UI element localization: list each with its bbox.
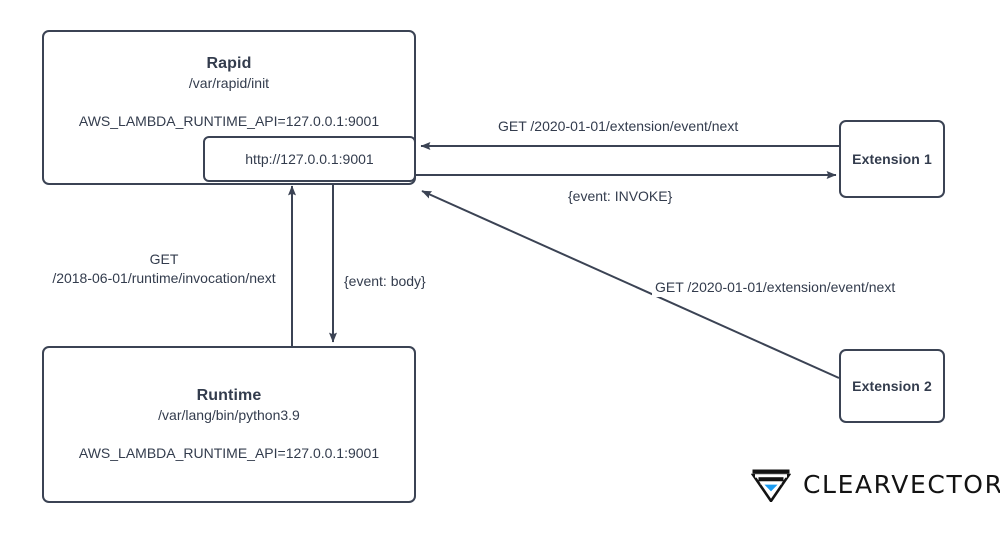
node-runtime-path: /var/lang/bin/python3.9 [158,407,300,423]
edge-label-extension1-event-next: GET /2020-01-01/extension/event/next [495,117,742,136]
edge-label-event-body: {event: body} [341,272,429,291]
edge-extension2-to-rapid [421,190,840,379]
node-runtime-env: AWS_LAMBDA_RUNTIME_API=127.0.0.1:9001 [78,445,380,461]
node-extension-1-title: Extension 1 [852,150,932,167]
edge-label-invoke: {event: INVOKE} [565,187,676,206]
node-endpoint-url: http://127.0.0.1:9001 [245,151,374,167]
node-rapid-env: AWS_LAMBDA_RUNTIME_API=127.0.0.1:9001 [78,113,380,129]
clearvector-logo: CLEARVECTOR [751,463,1000,505]
node-rapid-path: /var/rapid/init [188,75,270,91]
node-extension-2-title: Extension 2 [852,377,932,394]
edge-label-runtime-invocation-next: GET /2018-06-01/runtime/invocation/next [38,250,290,288]
edge-label-extension2-event-next: GET /2020-01-01/extension/event/next [652,278,899,297]
node-rapid-title: Rapid [206,55,252,72]
node-runtime-api-endpoint[interactable]: http://127.0.0.1:9001 [203,136,416,182]
node-runtime[interactable]: Runtime /var/lang/bin/python3.9 AWS_LAMB… [42,346,416,503]
node-runtime-title: Runtime [196,387,262,404]
node-extension-2[interactable]: Extension 2 [839,349,945,423]
edge-label-runtime-invocation-next-line2: /2018-06-01/runtime/invocation/next [52,270,276,286]
clearvector-v-mark [751,469,791,502]
node-rapid[interactable]: Rapid /var/rapid/init AWS_LAMBDA_RUNTIME… [42,30,416,185]
clearvector-wordmark: CLEARVECTOR [803,469,1000,499]
edge-label-runtime-invocation-next-line1: GET [149,251,179,267]
node-extension-1[interactable]: Extension 1 [839,120,945,198]
